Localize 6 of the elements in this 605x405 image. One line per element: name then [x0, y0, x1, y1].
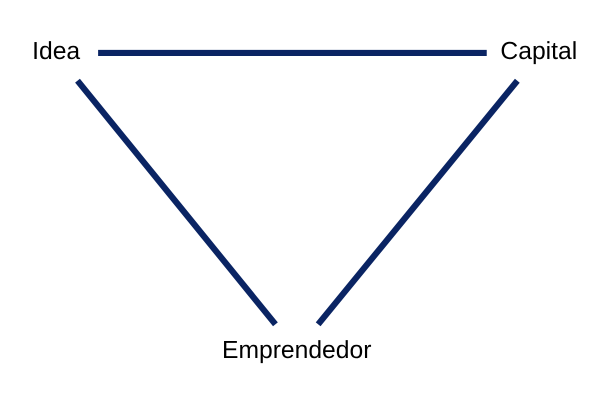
node-text: Idea	[32, 38, 80, 65]
node-text: Capital	[500, 38, 578, 65]
connector	[316, 78, 520, 326]
node-text: Emprendedor	[222, 336, 372, 364]
connector	[75, 78, 278, 326]
connector	[98, 50, 487, 56]
